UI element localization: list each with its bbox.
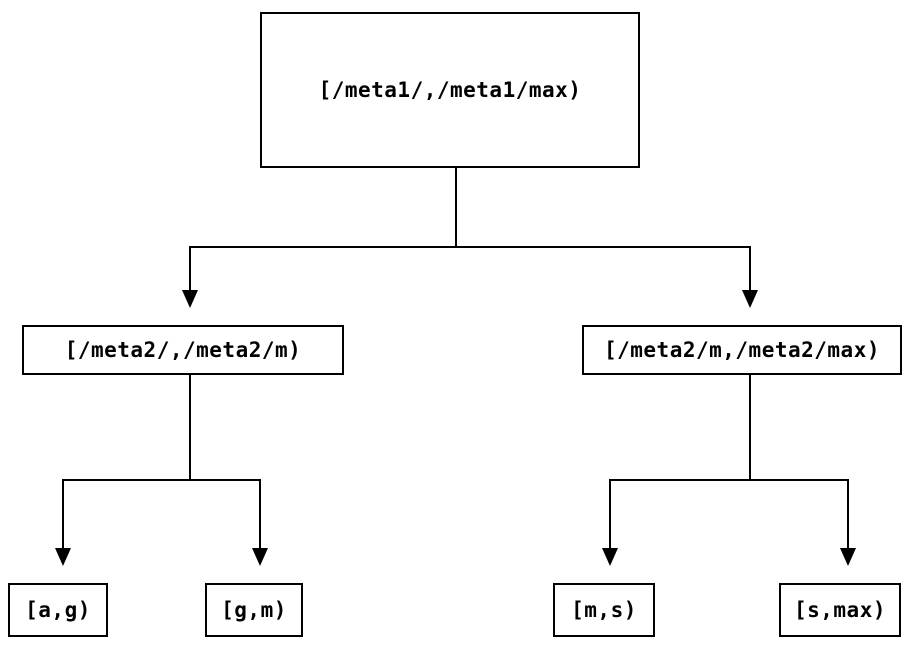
node-right-meta2-label: [/meta2/m,/meta2/max) — [603, 338, 880, 362]
node-leaf-ag: [a,g) — [8, 583, 108, 637]
node-leaf-gm-label: [g,m) — [221, 598, 287, 622]
arrowhead-leaf-ag — [55, 548, 71, 566]
arrowhead-leaf-smax — [840, 548, 856, 566]
node-leaf-smax: [s,max) — [779, 583, 901, 637]
node-left-meta2-range: [/meta2/,/meta2/m) — [22, 325, 344, 375]
node-leaf-gm: [g,m) — [205, 583, 303, 637]
node-right-meta2-range: [/meta2/m,/meta2/max) — [582, 325, 902, 375]
arrowhead-leaf-ms — [602, 548, 618, 566]
node-root-label: [/meta1/,/meta1/max) — [318, 78, 582, 102]
node-leaf-ag-label: [a,g) — [25, 598, 91, 622]
node-leaf-ms: [m,s) — [553, 583, 655, 637]
node-left-meta2-label: [/meta2/,/meta2/m) — [64, 338, 302, 362]
arrowhead-right-mid — [742, 290, 758, 308]
node-leaf-ms-label: [m,s) — [571, 598, 637, 622]
node-leaf-smax-label: [s,max) — [793, 598, 886, 622]
arrowhead-leaf-gm — [252, 548, 268, 566]
node-root-meta1-range: [/meta1/,/meta1/max) — [260, 12, 640, 168]
arrowhead-left-mid — [182, 290, 198, 308]
